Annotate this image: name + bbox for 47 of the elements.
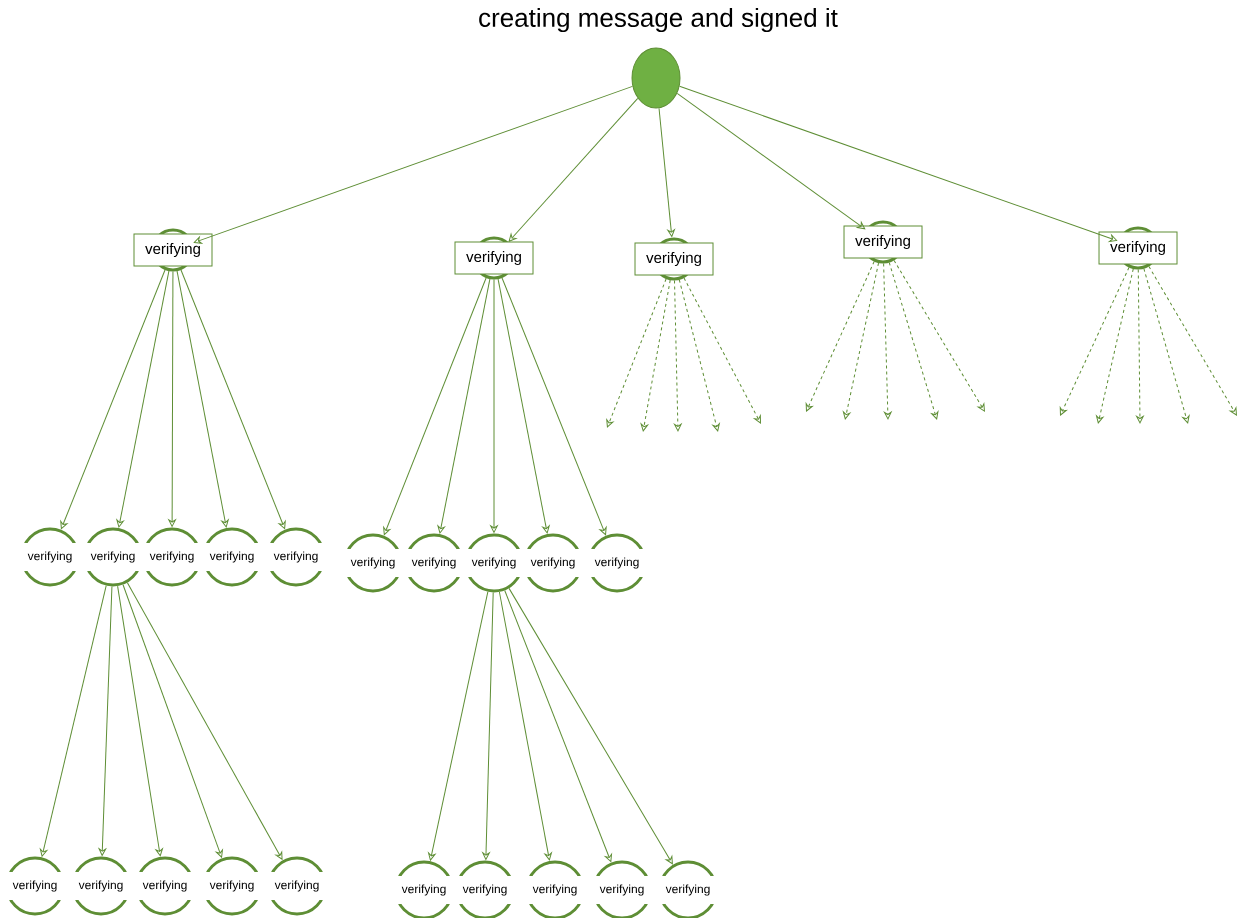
- arrow: [893, 259, 985, 412]
- arrow: [1148, 266, 1237, 416]
- arrow: [116, 270, 170, 528]
- arrow: [678, 279, 720, 432]
- arrow: [482, 592, 494, 860]
- verifying-box: verifying: [454, 236, 534, 280]
- arrow: [39, 585, 107, 857]
- arrow: [180, 269, 286, 530]
- verifying-box: verifying: [634, 237, 714, 281]
- arrow: [658, 107, 675, 237]
- arrow: [1059, 267, 1130, 416]
- arrow: [176, 270, 229, 528]
- arrow: [606, 278, 667, 428]
- arrow: [126, 582, 283, 860]
- arrow: [508, 587, 673, 865]
- arrow: [98, 586, 113, 856]
- arrow: [805, 261, 875, 412]
- arrow: [674, 280, 682, 432]
- arrow: [888, 262, 939, 420]
- verifying-box: verifying: [133, 228, 213, 272]
- arrow: [679, 85, 1118, 242]
- arrow: [842, 262, 880, 420]
- arrow: [122, 584, 223, 858]
- circle-node: [631, 47, 681, 109]
- arrow: [117, 585, 163, 857]
- title: creating message and signed it: [479, 7, 838, 33]
- arrow: [498, 591, 552, 861]
- arrow: [497, 278, 550, 534]
- verifying-box: verifying: [1098, 226, 1178, 270]
- arrow: [428, 591, 489, 861]
- arrow: [683, 277, 761, 424]
- arrow: [501, 277, 607, 536]
- arrow: [640, 279, 671, 432]
- arrow: [168, 271, 176, 527]
- arrow: [383, 277, 487, 536]
- arrow: [1136, 269, 1144, 424]
- arrow: [193, 85, 633, 244]
- arrow: [504, 590, 612, 862]
- arrow: [60, 269, 166, 530]
- arrow: [490, 279, 498, 533]
- arrow: [508, 97, 639, 242]
- arrow: [1096, 268, 1134, 424]
- arrow: [437, 278, 491, 534]
- arrow: [883, 263, 892, 420]
- verifying-box: verifying: [843, 220, 923, 264]
- arrow: [1143, 268, 1190, 424]
- arrow: [676, 92, 866, 230]
